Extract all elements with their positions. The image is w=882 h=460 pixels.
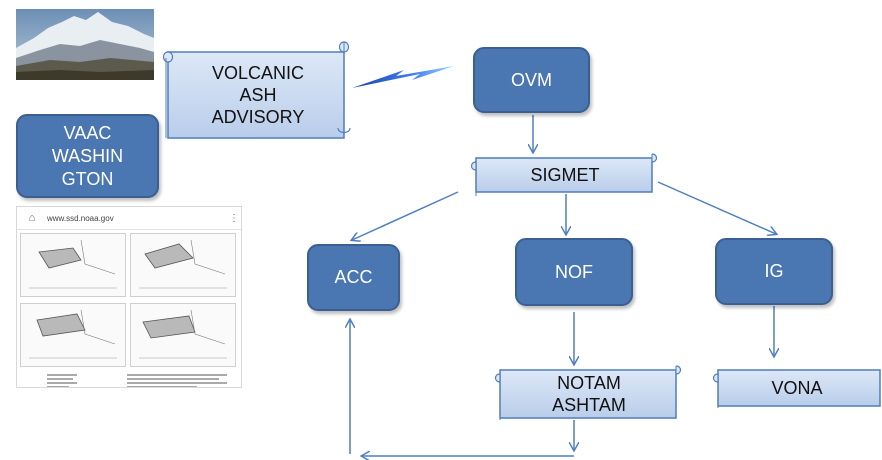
volcanic-ash-advisory-scroll — [162, 41, 351, 139]
arrow-sigmet-to-acc — [352, 191, 459, 240]
arrow-sigmet-to-ig — [657, 181, 776, 234]
home-icon: ⌂ — [28, 212, 36, 224]
sigmet-label: SIGMET — [530, 165, 600, 185]
advisory-map-4 — [130, 303, 236, 367]
advisory-map-2 — [130, 233, 236, 297]
vaac-washington-box: VAAC WASHIN GTON — [16, 114, 159, 198]
volcanic-ash-advisory-label: VOLCANIC ASH ADVISORY — [211, 63, 305, 127]
flow-arrows — [350, 115, 776, 456]
nof-box: NOF — [515, 238, 633, 306]
advisory-map-3 — [20, 303, 126, 367]
ovm-label: OVM — [510, 69, 552, 90]
acc-box: ACC — [307, 244, 400, 311]
ig-box: IG — [715, 238, 833, 305]
advisory-map-1 — [20, 233, 126, 297]
advisory-map-grid — [20, 233, 238, 373]
advisory-text-lines — [47, 374, 227, 387]
ig-label: IG — [764, 261, 784, 281]
browser-address-bar: ⌂ www.ssd.noaa.gov ⋮ — [17, 207, 241, 230]
acc-label: ACC — [334, 267, 373, 287]
kebab-menu-icon: ⋮ — [229, 212, 239, 224]
nof-label: NOF — [555, 261, 593, 282]
vona-label: VONA — [771, 378, 823, 398]
volcano-photo — [16, 9, 154, 80]
lightning-icon — [352, 66, 454, 88]
vona-scroll — [712, 369, 881, 408]
notam-scroll — [494, 365, 682, 420]
notam-ashtam-label: NOTAM ASHTAM — [552, 373, 626, 415]
noaa-browser-thumbnail: ⌂ www.ssd.noaa.gov ⋮ — [16, 206, 242, 388]
sigmet-scroll — [470, 153, 658, 196]
browser-url: www.ssd.noaa.gov — [47, 213, 114, 223]
vaac-washington-label: VAAC WASHIN GTON — [51, 122, 124, 189]
ovm-box: OVM — [473, 47, 590, 113]
